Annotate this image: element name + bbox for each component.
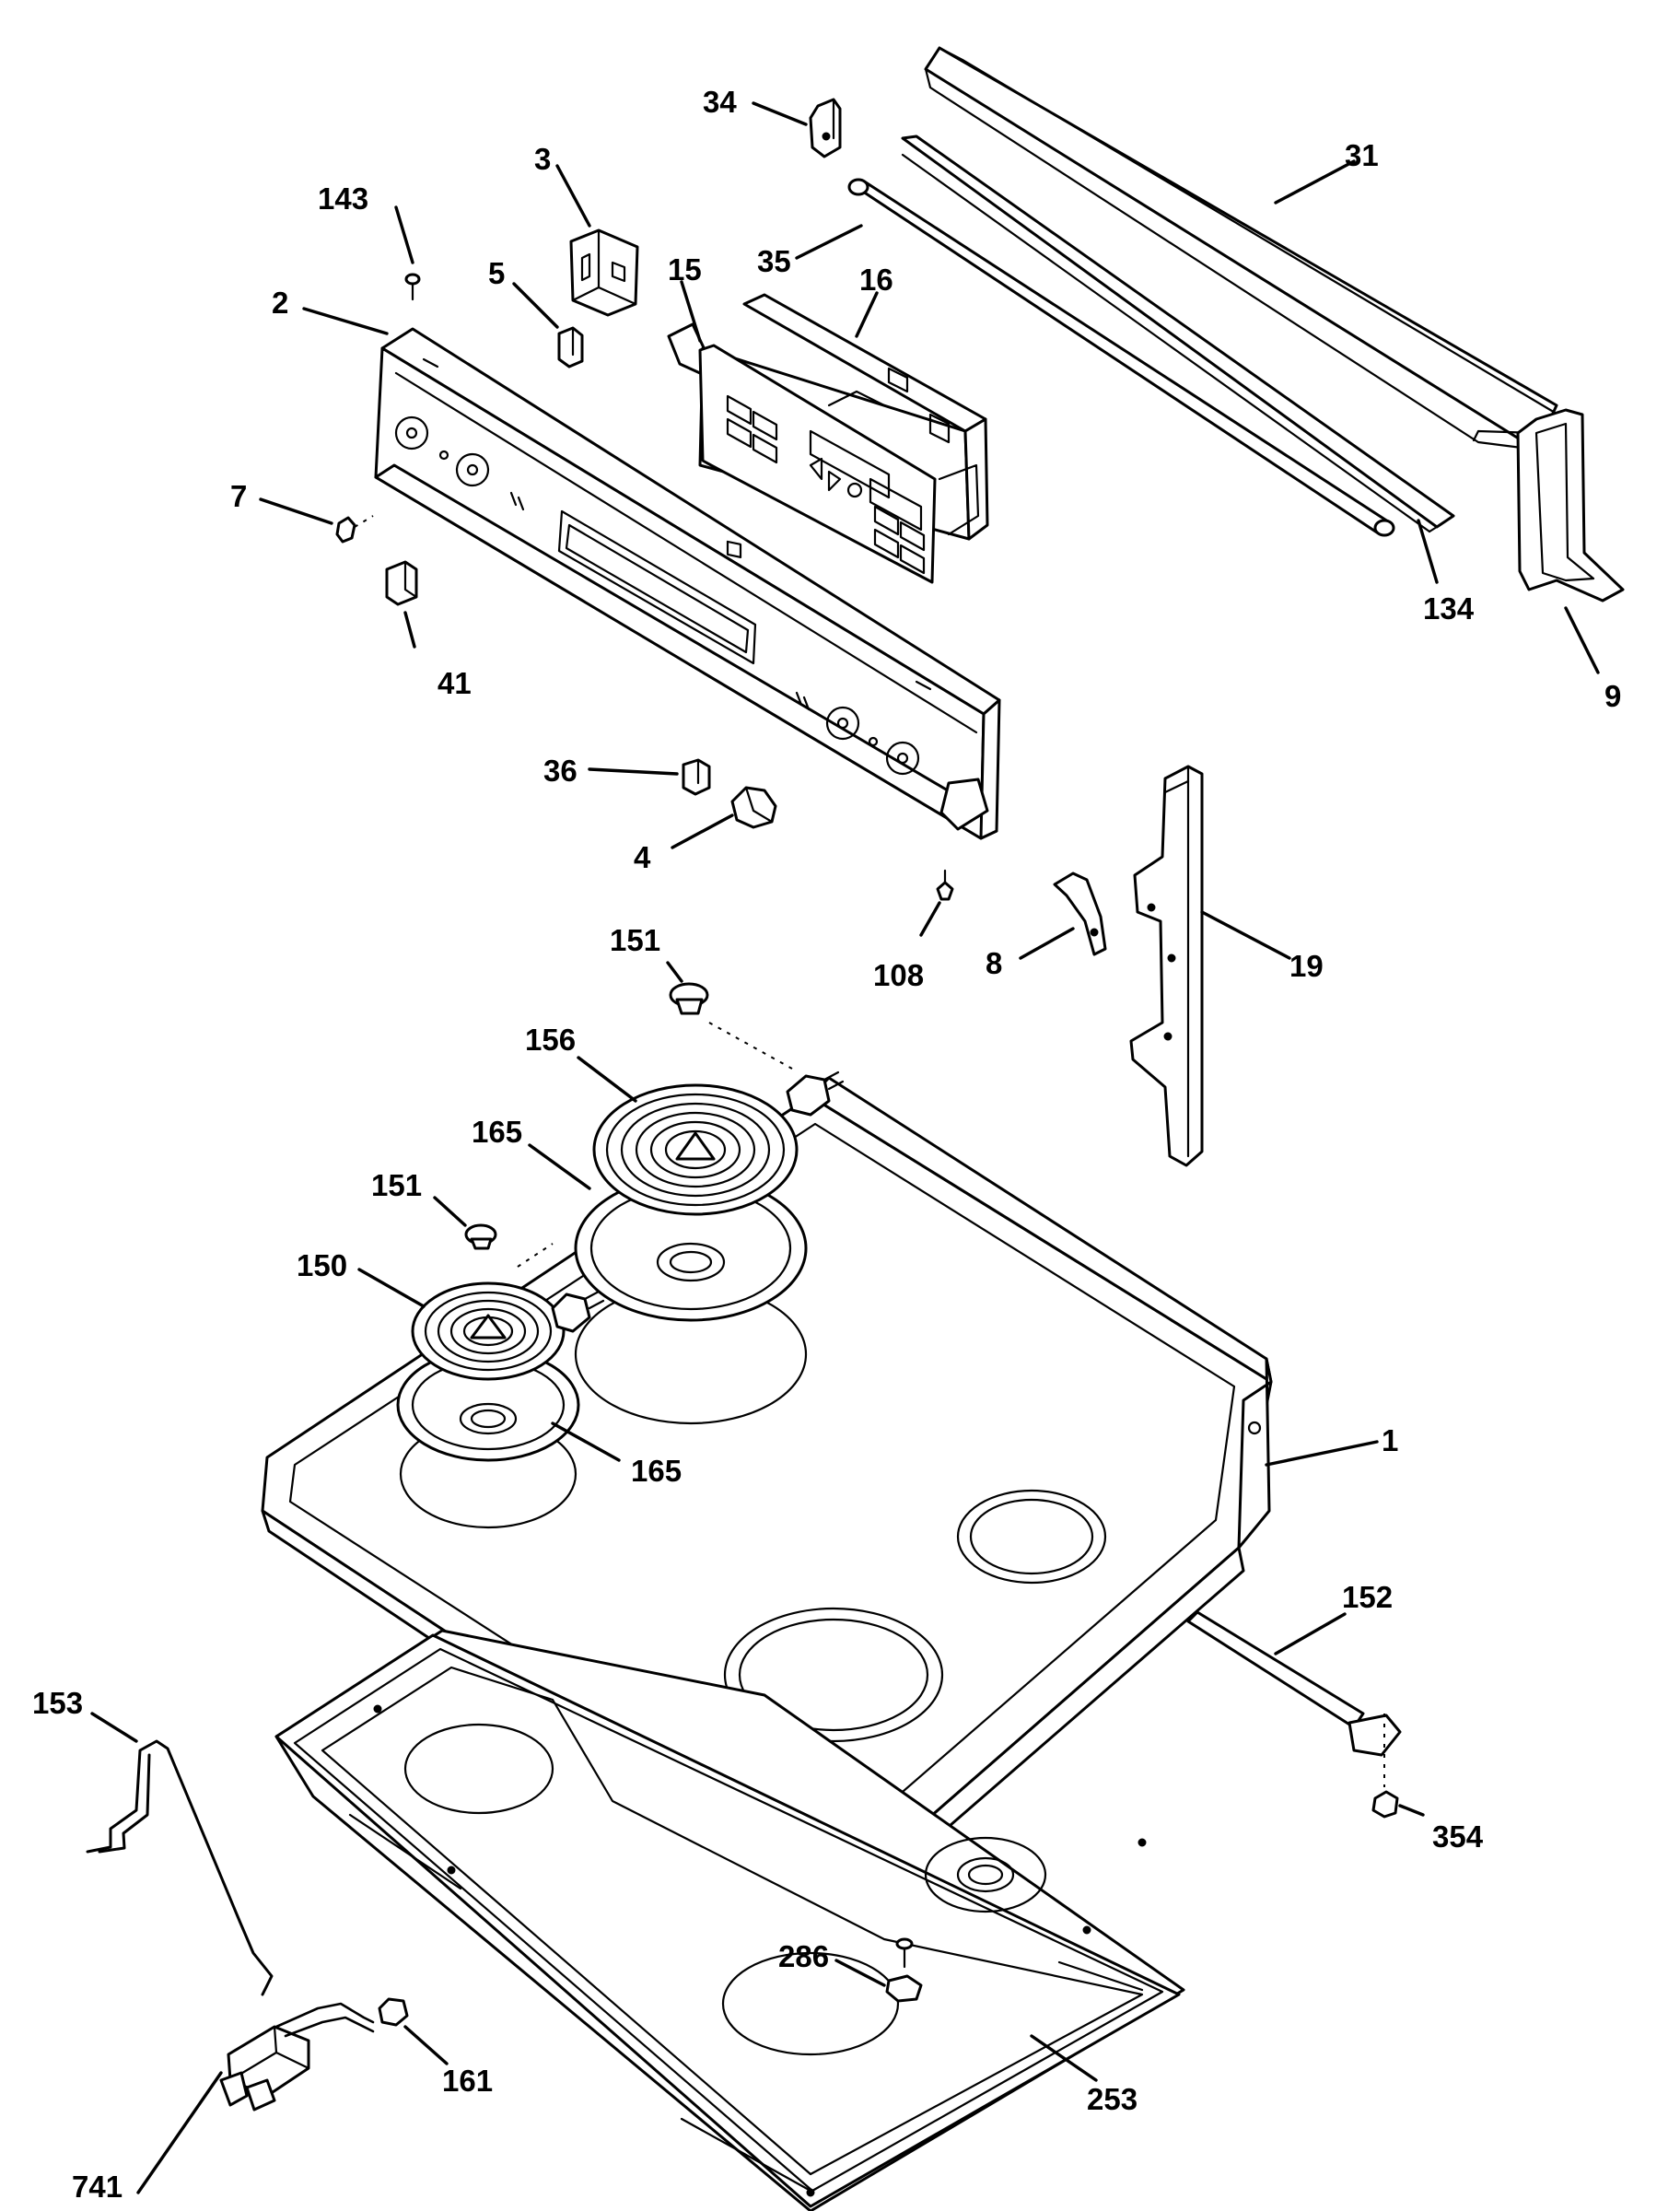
callout-151-lower: 151 bbox=[371, 1168, 422, 1202]
part-134-trim-strip bbox=[901, 135, 1455, 533]
callout-9: 9 bbox=[1604, 679, 1621, 713]
callout-108: 108 bbox=[873, 958, 924, 992]
part-741-terminal-block bbox=[219, 2002, 375, 2112]
part-156-large-coil bbox=[592, 1070, 845, 1216]
part-152-rod bbox=[1186, 1610, 1402, 1757]
callout-143: 143 bbox=[318, 181, 368, 216]
callout-150: 150 bbox=[297, 1248, 347, 1282]
part-5-switch bbox=[557, 326, 584, 368]
callout-35: 35 bbox=[757, 244, 791, 278]
part-153-wire-bracket bbox=[86, 1739, 274, 1996]
part-143-screw bbox=[404, 273, 421, 301]
part-7-plug bbox=[335, 516, 356, 544]
callout-153: 153 bbox=[32, 1686, 83, 1720]
callout-2: 2 bbox=[272, 286, 288, 320]
part-4-knob bbox=[730, 786, 777, 829]
callout-4: 4 bbox=[634, 840, 651, 874]
part-253-burner-box bbox=[274, 1629, 1185, 2211]
part-8-bracket bbox=[1053, 872, 1107, 956]
callout-7: 7 bbox=[230, 479, 247, 513]
part-286-screw bbox=[885, 1937, 923, 2003]
callout-161: 161 bbox=[442, 2064, 493, 2098]
part-354-nut bbox=[1371, 1790, 1399, 1819]
callout-8: 8 bbox=[986, 946, 1002, 980]
part-9-end-cap bbox=[1516, 408, 1625, 602]
callout-354: 354 bbox=[1432, 1819, 1484, 1854]
part-3-timer-module bbox=[569, 228, 639, 317]
part-41-switch bbox=[385, 560, 418, 606]
callout-36: 36 bbox=[543, 754, 578, 788]
callout-34: 34 bbox=[703, 85, 737, 119]
callout-1: 1 bbox=[1382, 1423, 1398, 1457]
callout-152: 152 bbox=[1342, 1580, 1393, 1614]
part-35-tube bbox=[847, 178, 1395, 537]
callout-31: 31 bbox=[1345, 138, 1379, 172]
callout-741: 741 bbox=[72, 2170, 122, 2204]
part-151-cap-lower bbox=[464, 1223, 497, 1250]
leader-lines bbox=[90, 101, 1600, 2194]
callout-16: 16 bbox=[859, 263, 893, 297]
part-108-screw bbox=[936, 869, 954, 901]
part-165-large-drip-pan bbox=[574, 1175, 808, 1322]
callout-134: 134 bbox=[1423, 591, 1475, 626]
part-15-16-control-board bbox=[667, 293, 989, 584]
callout-253: 253 bbox=[1087, 2082, 1138, 2116]
part-34-bracket bbox=[809, 98, 842, 158]
callout-165-lower: 165 bbox=[631, 1454, 682, 1488]
callout-19: 19 bbox=[1289, 949, 1324, 983]
part-36-switch bbox=[682, 758, 711, 796]
callout-286: 286 bbox=[778, 1939, 829, 1973]
callout-151-upper: 151 bbox=[610, 923, 660, 957]
part-19-side-bracket bbox=[1129, 765, 1204, 1167]
callout-15: 15 bbox=[668, 252, 702, 287]
callout-41: 41 bbox=[438, 666, 472, 700]
callout-labels: 31 34 3 143 5 35 15 16 2 7 41 134 9 36 4… bbox=[32, 85, 1621, 2204]
callout-3: 3 bbox=[534, 142, 551, 176]
part-161-clip bbox=[378, 1997, 409, 2027]
part-2-control-panel bbox=[374, 327, 1001, 840]
callout-165-upper: 165 bbox=[472, 1115, 522, 1149]
part-150-small-coil bbox=[411, 1281, 605, 1381]
callout-156: 156 bbox=[525, 1023, 576, 1057]
part-31-trim-rail bbox=[924, 46, 1568, 451]
part-151-cap-upper bbox=[669, 982, 709, 1015]
callout-5: 5 bbox=[488, 256, 505, 290]
